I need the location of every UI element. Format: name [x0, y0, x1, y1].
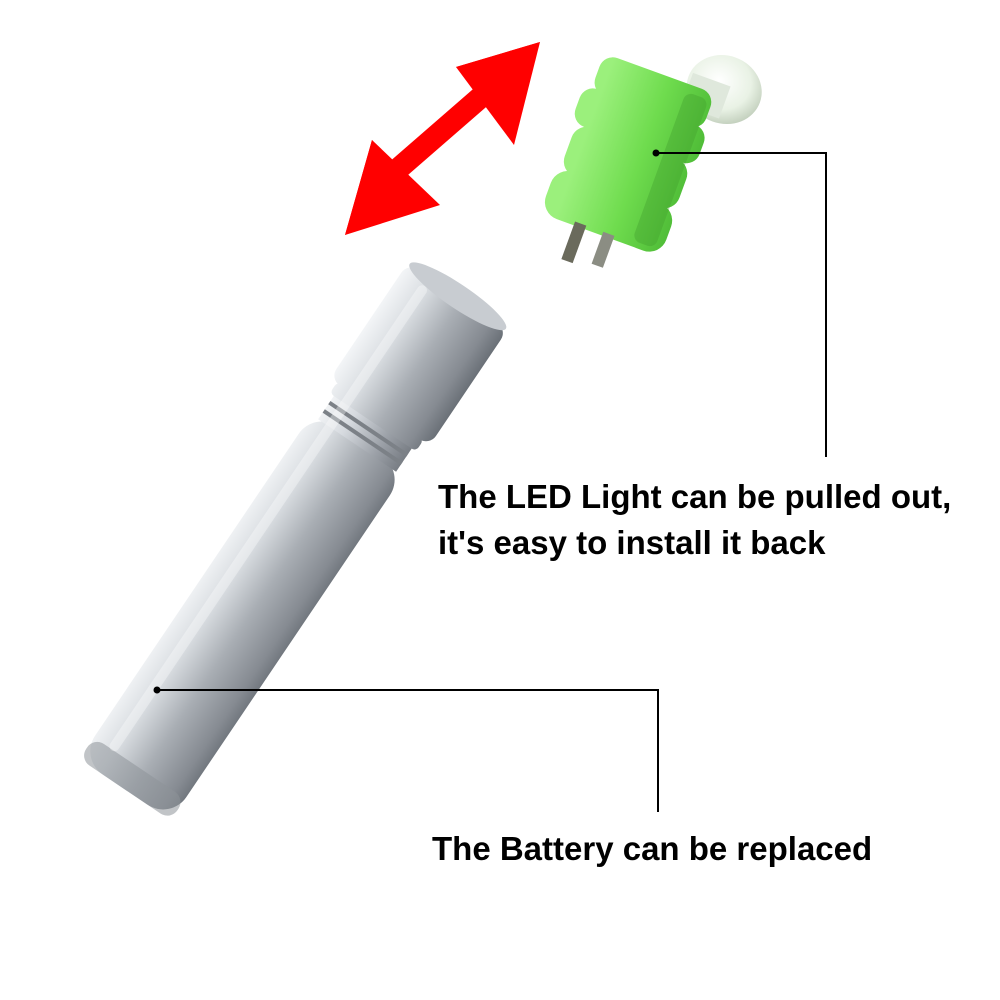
- battery-callout-text: The Battery can be replaced: [432, 830, 873, 867]
- led-leader-dot: [652, 149, 660, 157]
- led-callout-line-1: The LED Light can be pulled out,: [438, 478, 952, 515]
- led-callout-text: The LED Light can be pulled out, it's ea…: [438, 474, 951, 566]
- green-led-light: [544, 55, 762, 268]
- battery-leader-dot: [153, 686, 161, 694]
- silver-battery-tube: [84, 262, 507, 816]
- battery-leader-line: [157, 689, 659, 812]
- led-leader-line: [656, 152, 827, 457]
- led-callout-line-2: it's easy to install it back: [438, 524, 826, 561]
- double-headed-arrow-icon: [345, 42, 540, 235]
